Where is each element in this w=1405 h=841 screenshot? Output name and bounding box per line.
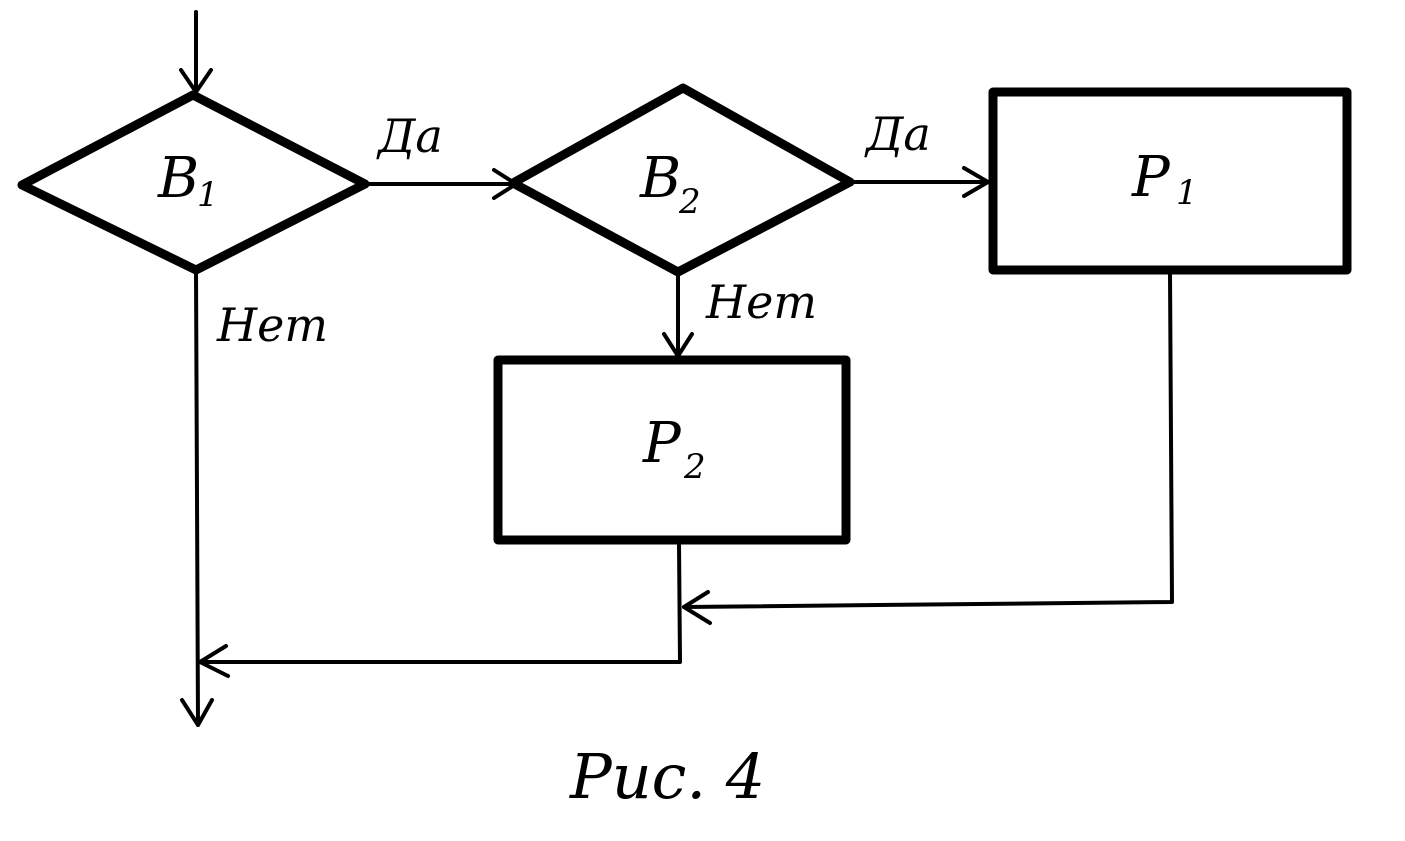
decision-b1: B 1 (17, 90, 370, 275)
connector-b2-p2 (662, 270, 694, 358)
entry-arrow (179, 10, 213, 94)
label-b2-yes: Да (864, 107, 931, 161)
connector-p2-exit (198, 542, 682, 678)
decision-b2-letter: B (639, 146, 681, 211)
connector-b2-p1 (848, 166, 990, 198)
decision-b1-letter: B (157, 146, 199, 211)
label-b1-yes: Да (376, 109, 443, 163)
connector-b1-no-exit (180, 268, 214, 727)
label-b2-no: Нет (705, 275, 817, 329)
connector-b1-b2 (363, 168, 518, 200)
decision-b2: B 2 (508, 83, 855, 277)
process-p2-letter: P (642, 411, 682, 476)
label-b1-no: Нет (216, 298, 328, 352)
process-p1-index: 1 (1176, 173, 1198, 213)
figure-caption: Рис. 4 (569, 740, 765, 813)
process-p1-letter: P (1131, 145, 1171, 210)
process-p2: P 2 (493, 355, 851, 545)
process-p1: P 1 (988, 87, 1352, 275)
decision-b2-index: 2 (678, 182, 701, 222)
process-p2-index: 2 (683, 447, 706, 487)
connector-p1-merge (682, 272, 1174, 625)
decision-b1-index: 1 (197, 175, 219, 215)
